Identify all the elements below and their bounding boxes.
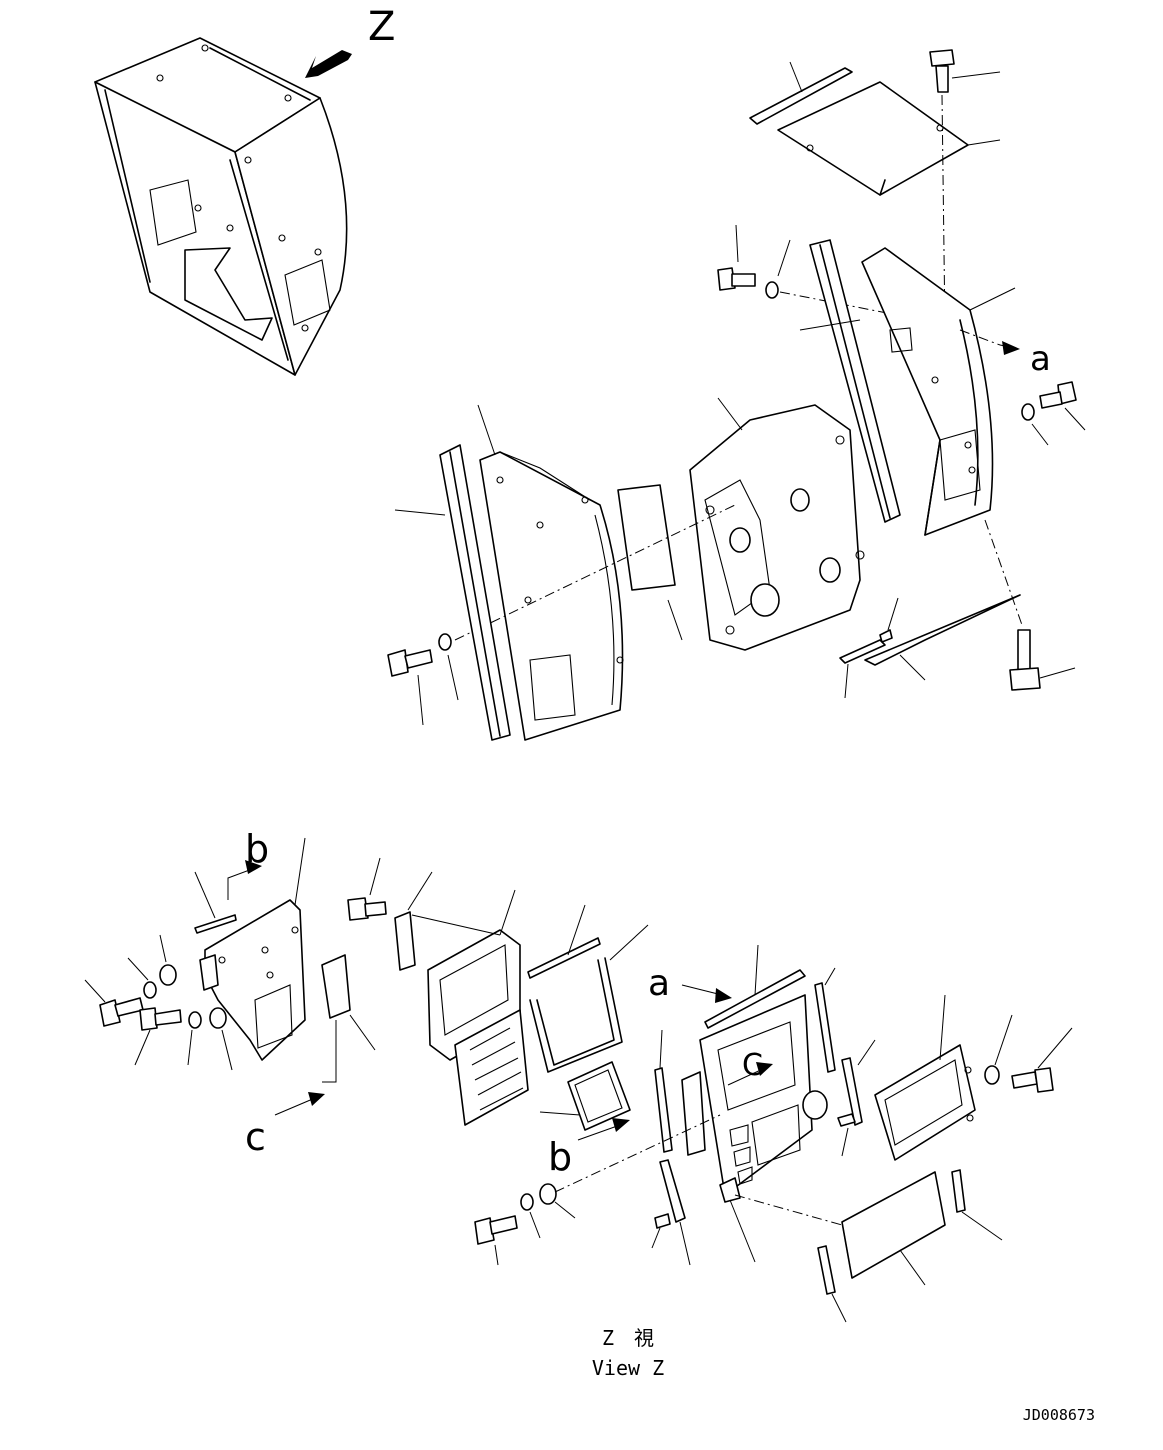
small-rod-right: [951, 1169, 1003, 1241]
right-bolt-group: [984, 1014, 1073, 1093]
monitor-bracket-frame: [689, 397, 865, 651]
foam-strip-horizontal: [527, 904, 601, 979]
arrow-b-bottom: [577, 1118, 630, 1141]
u-shaped-gasket: [529, 924, 649, 1073]
bottom-cover-plate-lower: [734, 1171, 946, 1286]
vertical-rod-bottom: [659, 1159, 691, 1266]
small-clip-bracket: [321, 954, 376, 1083]
arrow-a-top: [999, 341, 1020, 355]
left-rod-strip: [194, 871, 237, 934]
top-bolt-bottom-group: [347, 857, 387, 921]
arrow-a-top-label: a: [1030, 339, 1051, 379]
rubber-seal-strip-top: [749, 61, 853, 125]
view-z-arrow: [305, 50, 352, 78]
arrow-b-top: [227, 860, 262, 900]
monitor-unit: [411, 889, 529, 1126]
arrow-c-panel-label: C: [742, 1048, 763, 1083]
left-seal-strip: [394, 444, 511, 741]
bottom-cover-plate: [839, 594, 1021, 699]
small-rod-bottom: [817, 1245, 847, 1323]
top-seal-strip-bottom: [704, 944, 806, 1029]
top-cover-plate: [777, 81, 1001, 196]
bottom-mounting-bolt: [984, 519, 1076, 691]
arrow-a-bottom-label: a: [648, 963, 670, 1004]
arrow-b-bottom-label: b: [548, 1135, 572, 1179]
small-pin: [651, 1213, 671, 1249]
arrow-a-bottom: [681, 984, 732, 1003]
arrow-c-panel: [727, 1062, 773, 1086]
drawing-number: JD008673: [1023, 1406, 1095, 1424]
right-cover-plate: [874, 994, 976, 1161]
cushion-sheet: [617, 484, 683, 641]
vertical-rod-left: [654, 1029, 673, 1153]
long-seal-strip: [799, 239, 901, 523]
side-bolt-right: [1021, 381, 1086, 446]
side-bolt-left: [387, 633, 459, 726]
side-bolt-upper: [717, 224, 756, 291]
view-z-label: Z: [368, 4, 395, 50]
right-side-panel: [861, 247, 1016, 536]
arrow-c-left: [274, 1092, 325, 1116]
front-mounting-panel: [699, 994, 828, 1263]
arrow-c-left-label: c: [245, 1115, 266, 1159]
view-caption-english: View Z: [592, 1356, 664, 1380]
bottom-left-bolt-group: [474, 1114, 721, 1266]
right-vertical-rods: [814, 967, 876, 1157]
rubber-pad-square: [539, 1061, 631, 1131]
left-side-panel: [454, 404, 736, 741]
view-caption-japanese: Z 視: [602, 1326, 654, 1350]
small-bracket-b: [681, 1071, 706, 1156]
left-bolts-and-washers: [84, 934, 233, 1071]
console-housing-assembly: [94, 37, 348, 376]
left-bracket-plate: [199, 837, 306, 1061]
small-spacer-bracket: [394, 871, 433, 971]
